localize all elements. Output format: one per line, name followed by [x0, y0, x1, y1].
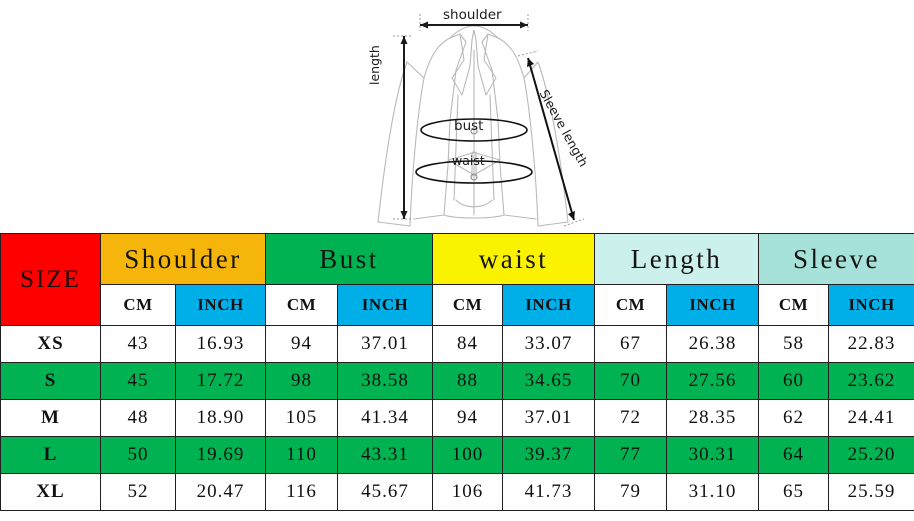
cell-sleeve-inch: 25.20 — [828, 436, 914, 474]
garment-diagram: shoulder bust waist length Sleeve length — [0, 0, 914, 233]
cell-length-cm: 79 — [594, 473, 667, 511]
unit-header-sleeve-inch: INCH — [828, 284, 914, 326]
cell-waist-inch: 34.65 — [502, 362, 595, 400]
cell-length-cm: 72 — [594, 399, 667, 437]
group-header-shoulder: Shoulder — [100, 233, 266, 285]
unit-header-length-inch: INCH — [665, 284, 760, 326]
unit-header-length-cm: CM — [594, 284, 667, 326]
waist-measure-label: waist — [452, 153, 485, 168]
cell-waist-inch: 33.07 — [502, 325, 595, 363]
cell-bust-cm: 105 — [265, 399, 338, 437]
waist-measure-ellipse — [415, 160, 533, 184]
cell-bust-cm: 116 — [265, 473, 338, 511]
size-chart-table: SIZE Shoulder Bust waist Length Sleeve C… — [0, 233, 914, 511]
cell-shoulder-cm: 50 — [100, 436, 176, 474]
row-size-label: L — [0, 436, 101, 474]
row-size-label: XL — [0, 473, 101, 511]
cell-waist-cm: 100 — [432, 436, 503, 474]
cell-shoulder-inch: 20.47 — [175, 473, 266, 511]
cell-sleeve-inch: 23.62 — [828, 362, 914, 400]
cell-waist-cm: 84 — [432, 325, 503, 363]
unit-header-bust-cm: CM — [265, 284, 338, 326]
group-header-bust: Bust — [265, 233, 433, 285]
cell-waist-inch: 37.01 — [502, 399, 595, 437]
cell-bust-inch: 41.34 — [337, 399, 433, 437]
table-header-unit-row: CM INCH CM INCH CM INCH CM INCH CM INCH — [1, 284, 914, 326]
cell-shoulder-inch: 18.90 — [175, 399, 266, 437]
cell-sleeve-cm: 62 — [758, 399, 830, 437]
cell-length-inch: 30.31 — [665, 436, 760, 474]
cell-sleeve-inch: 24.41 — [828, 399, 914, 437]
row-size-label: M — [0, 399, 101, 437]
cell-waist-cm: 106 — [432, 473, 503, 511]
table-header-group-row: SIZE Shoulder Bust waist Length Sleeve — [0, 233, 914, 326]
cell-shoulder-cm: 52 — [100, 473, 176, 511]
bust-measure-label: bust — [454, 118, 484, 134]
group-header-length: Length — [593, 233, 760, 285]
cell-bust-inch: 43.31 — [337, 436, 433, 474]
cell-length-inch: 26.38 — [665, 325, 760, 363]
cell-length-inch: 28.35 — [665, 399, 760, 437]
cell-sleeve-inch: 22.83 — [828, 325, 914, 363]
cell-shoulder-inch: 17.72 — [175, 362, 266, 400]
length-measure-label: length — [367, 45, 382, 85]
cell-waist-cm: 94 — [432, 399, 503, 437]
cell-bust-inch: 37.01 — [337, 325, 433, 363]
bust-measure-ellipse — [420, 118, 528, 142]
cell-length-cm: 77 — [594, 436, 667, 474]
cell-shoulder-cm: 48 — [100, 399, 176, 437]
cell-bust-inch: 45.67 — [337, 473, 433, 511]
blazer-illustration-svg — [377, 14, 585, 227]
shoulder-dimension — [419, 14, 529, 31]
shoulder-measure-label: shoulder — [443, 7, 502, 23]
row-size-label: S — [0, 362, 101, 400]
cell-shoulder-inch: 16.93 — [175, 325, 266, 363]
sleeve-length-dimension — [517, 50, 585, 227]
cell-sleeve-cm: 60 — [758, 362, 830, 400]
cell-sleeve-inch: 25.59 — [828, 473, 914, 511]
unit-header-waist-inch: INCH — [502, 284, 595, 326]
unit-header-bust-inch: INCH — [337, 284, 433, 326]
cell-shoulder-cm: 43 — [100, 325, 176, 363]
button-detail — [470, 127, 478, 181]
cell-length-inch: 27.56 — [665, 362, 760, 400]
cell-sleeve-cm: 64 — [758, 436, 830, 474]
cell-waist-cm: 88 — [432, 362, 503, 400]
cell-bust-inch: 38.58 — [337, 362, 433, 400]
cell-waist-inch: 41.73 — [502, 473, 595, 511]
cell-length-cm: 67 — [594, 325, 667, 363]
group-header-waist: waist — [432, 233, 595, 285]
cell-sleeve-cm: 58 — [758, 325, 830, 363]
cell-length-inch: 31.10 — [665, 473, 760, 511]
size-column-header: SIZE — [0, 233, 101, 326]
length-dimension — [393, 35, 412, 220]
cell-bust-cm: 98 — [265, 362, 338, 400]
row-size-label: XS — [0, 325, 101, 363]
group-header-sleeve: Sleeve — [758, 233, 914, 285]
cell-bust-cm: 94 — [265, 325, 338, 363]
cell-bust-cm: 110 — [265, 436, 338, 474]
cell-sleeve-cm: 65 — [758, 473, 830, 511]
unit-header-shoulder-cm: CM — [100, 284, 176, 326]
cell-length-cm: 70 — [594, 362, 667, 400]
cell-shoulder-inch: 19.69 — [175, 436, 266, 474]
cell-waist-inch: 39.37 — [502, 436, 595, 474]
unit-header-shoulder-inch: INCH — [175, 284, 266, 326]
unit-header-waist-cm: CM — [432, 284, 503, 326]
cell-shoulder-cm: 45 — [100, 362, 176, 400]
unit-header-sleeve-cm: CM — [758, 284, 830, 326]
